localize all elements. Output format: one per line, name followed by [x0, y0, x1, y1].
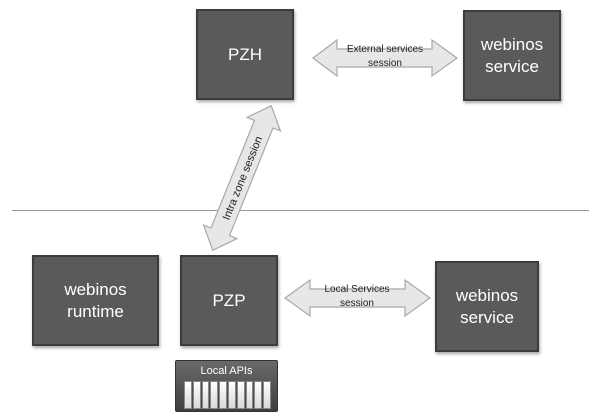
webinos-runtime-node: webinos runtime	[32, 255, 159, 346]
local-apis-block: Local APIs	[175, 360, 278, 412]
local-services-arrow: Local Services session	[283, 278, 432, 318]
pzh-node: PZH	[196, 9, 294, 100]
intra-zone-arrow: Intra zone session	[202, 104, 282, 252]
local-api-bar	[219, 381, 227, 409]
webinos-service-bottom-label: webinos service	[455, 285, 519, 327]
local-api-bar	[263, 381, 271, 409]
webinos-service-top-node: webinos service	[463, 10, 561, 101]
local-api-bar	[227, 381, 236, 409]
local-apis-bars	[184, 381, 271, 409]
webinos-service-top-label: webinos service	[480, 34, 544, 76]
pzp-node: PZP	[180, 255, 278, 346]
local-api-bar	[192, 381, 201, 409]
local-api-bar	[210, 381, 219, 409]
webinos-service-bottom-node: webinos service	[435, 261, 539, 352]
local-api-bar	[184, 381, 192, 409]
external-arrow-label-2: session	[368, 58, 402, 69]
webinos-runtime-label: webinos runtime	[64, 279, 127, 321]
external-services-arrow: External services session	[312, 38, 459, 78]
local-api-bar	[201, 381, 210, 409]
pzp-label: PZP	[212, 290, 246, 310]
pzh-label: PZH	[228, 44, 262, 64]
zone-divider	[12, 210, 589, 211]
local-api-bar	[236, 381, 245, 409]
local-apis-label: Local APIs	[200, 365, 253, 377]
local-arrow-label-1: Local Services	[324, 284, 389, 295]
external-arrow-label-1: External services	[347, 44, 423, 55]
local-api-bar	[245, 381, 254, 409]
local-api-bar	[254, 381, 263, 409]
local-arrow-label-2: session	[340, 298, 374, 309]
